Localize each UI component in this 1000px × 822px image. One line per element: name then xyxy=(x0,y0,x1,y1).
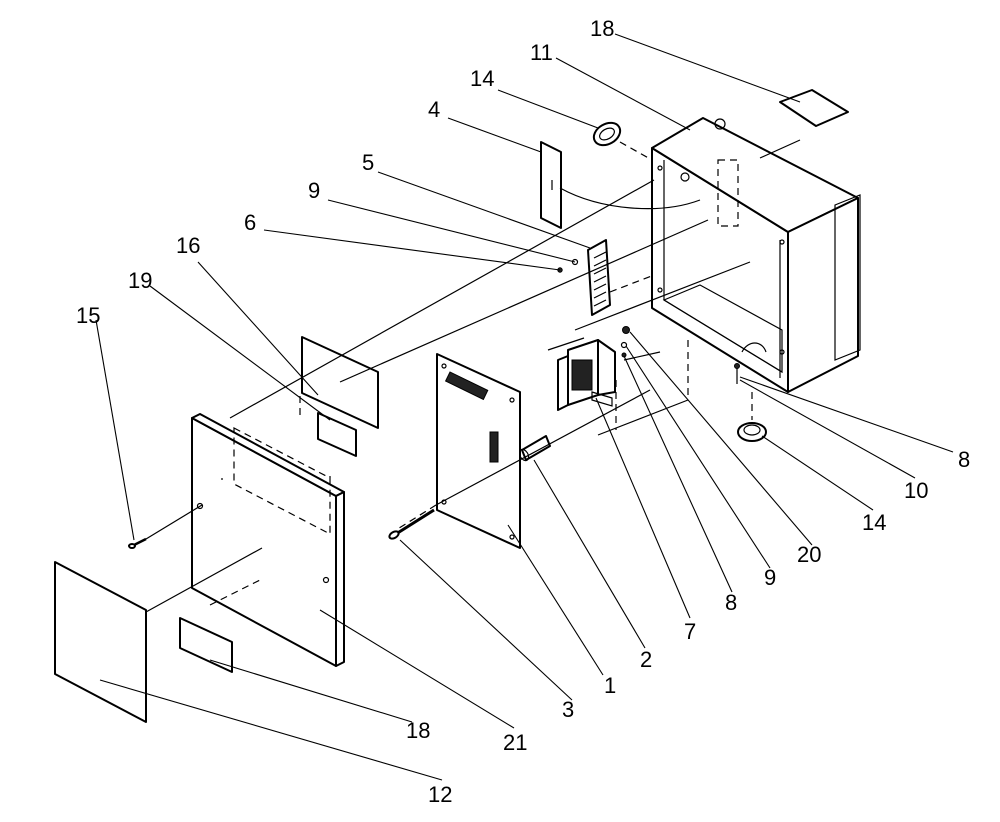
label-4-part xyxy=(540,141,562,229)
assembly-lines xyxy=(145,139,801,613)
front-overlay-part xyxy=(54,561,147,723)
transformer-part xyxy=(557,339,616,411)
washer-9-part xyxy=(571,258,579,266)
screw-15-part xyxy=(128,537,147,549)
callout-18-bottom: 18 xyxy=(406,718,430,743)
long-screw-part xyxy=(388,508,435,540)
grommet-bottom-part xyxy=(737,392,767,442)
callout-9-top: 9 xyxy=(308,178,320,203)
callout-3: 3 xyxy=(562,697,574,722)
washer-9b-part xyxy=(620,341,628,349)
callout-16: 16 xyxy=(176,233,200,258)
callout-18-top: 18 xyxy=(590,16,614,41)
callout-8-right: 8 xyxy=(958,447,970,472)
terminal-strip-part xyxy=(587,239,611,316)
callout-14-top: 14 xyxy=(470,66,494,91)
callout-11: 11 xyxy=(530,40,553,65)
callout-6: 6 xyxy=(244,210,256,235)
label-16-part xyxy=(301,336,379,429)
label-front-part xyxy=(179,617,233,673)
grommet-top-part xyxy=(592,121,653,161)
callout-8-bottom: 8 xyxy=(725,590,737,615)
screw-washer-part xyxy=(734,363,740,384)
callout-14-bottom: 14 xyxy=(862,510,886,535)
callout-5: 5 xyxy=(362,150,374,175)
leader-lines xyxy=(95,33,954,781)
callout-2: 2 xyxy=(640,647,652,672)
enclosure-box-part xyxy=(651,117,861,393)
callout-12: 12 xyxy=(428,782,452,807)
callout-4: 4 xyxy=(428,97,440,122)
callout-15: 15 xyxy=(76,303,100,328)
callout-21: 21 xyxy=(503,730,527,755)
label-19-part xyxy=(317,412,357,457)
nut-20-part xyxy=(622,326,630,334)
callout-7: 7 xyxy=(684,619,696,644)
callout-10: 10 xyxy=(904,478,928,503)
label-top-part xyxy=(779,89,849,127)
callout-1: 1 xyxy=(604,673,616,698)
callout-20: 20 xyxy=(797,542,821,567)
circuit-board-part xyxy=(436,353,521,549)
front-cover-part xyxy=(191,413,345,667)
callout-19: 19 xyxy=(128,268,152,293)
callout-9-bottom: 9 xyxy=(764,565,776,590)
callouts: 18 11 14 4 5 9 6 16 19 15 8 10 14 20 9 8… xyxy=(76,16,970,807)
